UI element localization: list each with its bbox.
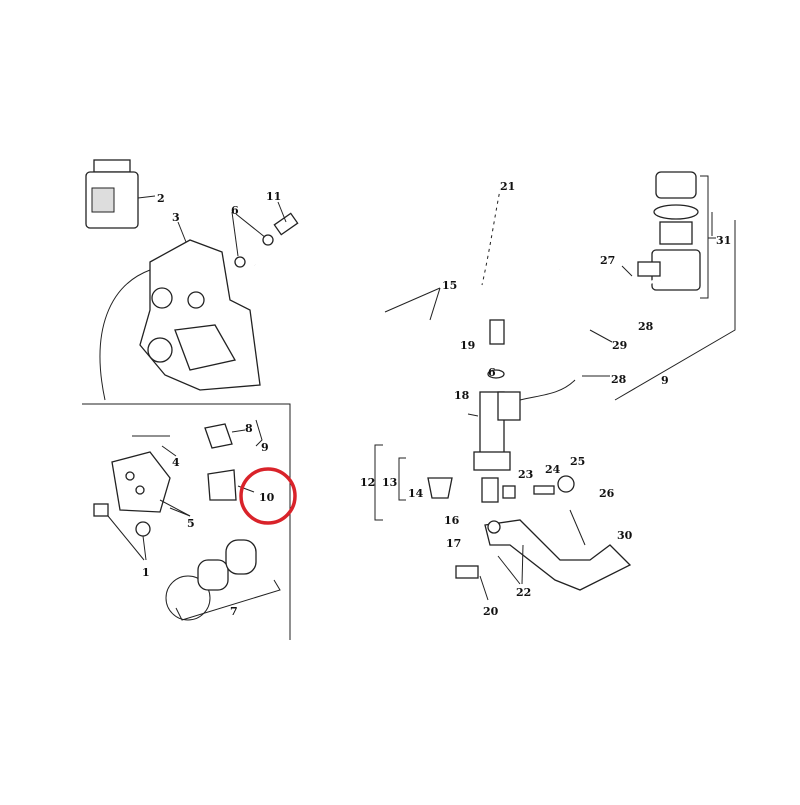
callout-25: 25 — [570, 455, 585, 468]
callout-15: 15 — [442, 279, 457, 292]
brake-caliper — [139, 239, 261, 391]
callout-28: 28 — [611, 373, 627, 386]
callout-21: 21 — [500, 180, 515, 193]
brake-pedal — [455, 519, 632, 591]
callout-17: 17 — [446, 537, 461, 550]
callout-26: 26 — [599, 487, 615, 500]
callout-9: 9 — [261, 441, 269, 454]
callout-8: 8 — [245, 422, 253, 435]
callout-4: 4 — [172, 456, 180, 469]
brake-pads — [111, 451, 171, 513]
callout-23: 23 — [518, 468, 533, 481]
callout-20: 20 — [483, 605, 499, 618]
callout-28: 28 — [638, 320, 654, 333]
callout-31: 31 — [716, 234, 731, 247]
brake-reservoir — [637, 171, 701, 291]
callout-5: 5 — [187, 517, 195, 530]
callout-1: 1 — [142, 566, 150, 579]
callout-18: 18 — [454, 389, 470, 402]
callout-9: 9 — [661, 374, 669, 387]
callout-6: 6 — [231, 204, 239, 217]
callout-2: 2 — [157, 192, 165, 205]
callout-16: 16 — [444, 514, 460, 527]
callout-22: 22 — [516, 586, 531, 599]
callout-7: 7 — [230, 605, 238, 618]
callout-29: 29 — [612, 339, 627, 352]
callout-27: 27 — [600, 254, 615, 267]
callout-6: 6 — [488, 366, 496, 379]
callout-12: 12 — [360, 476, 375, 489]
highlight-circle — [239, 467, 297, 525]
callout-14: 14 — [408, 487, 424, 500]
callout-19: 19 — [460, 339, 475, 352]
callout-24: 24 — [545, 463, 561, 476]
callout-3: 3 — [172, 211, 180, 224]
callout-30: 30 — [617, 529, 633, 542]
callout-11: 11 — [266, 190, 281, 203]
master-cylinder — [473, 319, 521, 503]
callout-10: 10 — [259, 491, 275, 504]
callout-13: 13 — [382, 476, 397, 489]
brake-fluid-bottle — [85, 159, 139, 229]
